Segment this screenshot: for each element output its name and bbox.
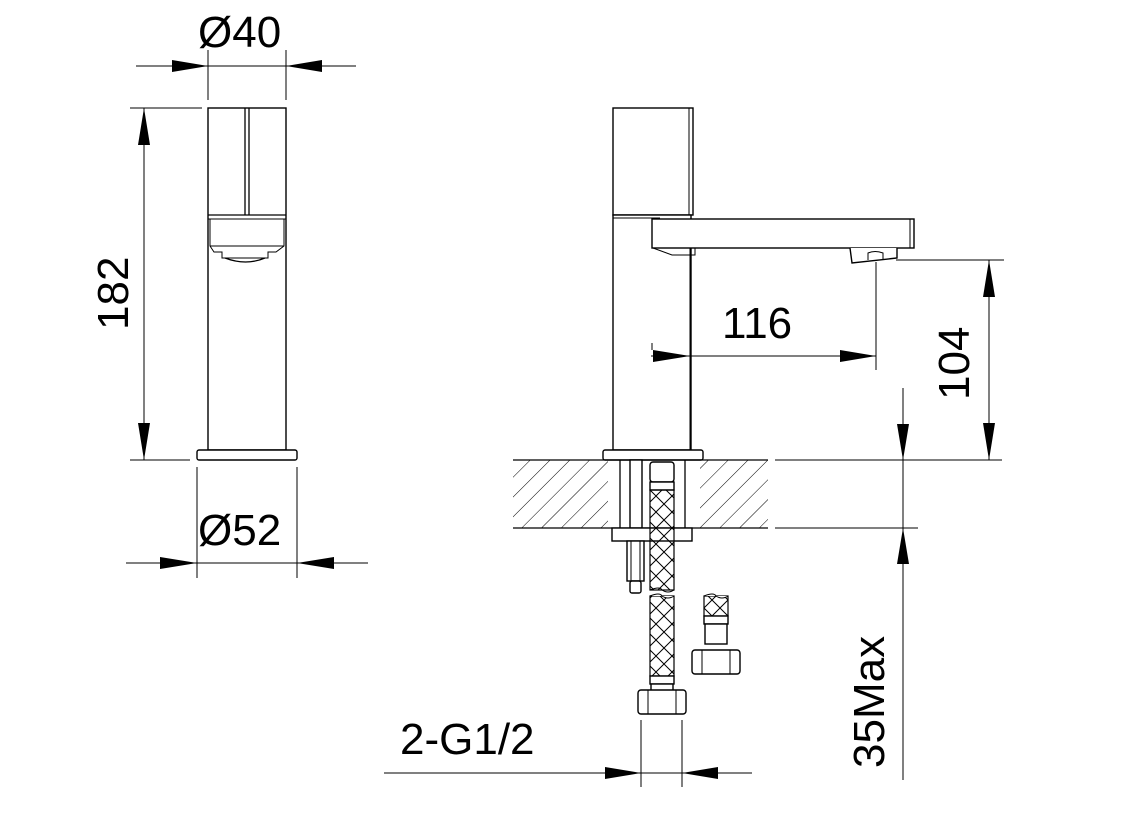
dimension-counter-thickness: 35Max xyxy=(845,388,909,780)
dimension-spout-reach: 116 xyxy=(651,248,877,450)
faucet-body-side xyxy=(612,214,692,451)
dimension-top-diameter: Ø40 xyxy=(136,8,356,100)
spout xyxy=(651,218,915,249)
base-plate-side xyxy=(602,449,704,461)
faucet-body-front xyxy=(207,107,287,451)
dim-top-diameter-label: Ø40 xyxy=(198,8,281,57)
dimension-spout-height: 104 xyxy=(896,259,1004,460)
hose-nut-1 xyxy=(637,689,687,715)
lever-handle xyxy=(612,107,694,216)
dimension-total-height: 182 xyxy=(89,107,202,461)
dimension-base-diameter: Ø52 xyxy=(126,467,368,578)
hose-nut-2 xyxy=(691,649,741,675)
dim-spout-height-label: 104 xyxy=(930,327,979,400)
dim-base-diameter-label: Ø52 xyxy=(198,506,281,555)
base-plate-front xyxy=(196,449,298,461)
supply-hose-2 xyxy=(691,593,741,675)
side-view xyxy=(602,107,915,461)
dimension-hose-connection: 2-G1/2 xyxy=(384,715,752,787)
front-view xyxy=(196,107,298,461)
dim-counter-thickness-label: 35Max xyxy=(845,636,894,768)
supply-hose-1 xyxy=(637,461,687,715)
countertop-section xyxy=(513,459,1002,594)
dim-hose-connection-label: 2-G1/2 xyxy=(400,715,535,764)
dim-total-height-label: 182 xyxy=(89,257,138,330)
mounting-nut xyxy=(626,540,645,582)
dim-spout-reach-label: 116 xyxy=(722,299,792,348)
